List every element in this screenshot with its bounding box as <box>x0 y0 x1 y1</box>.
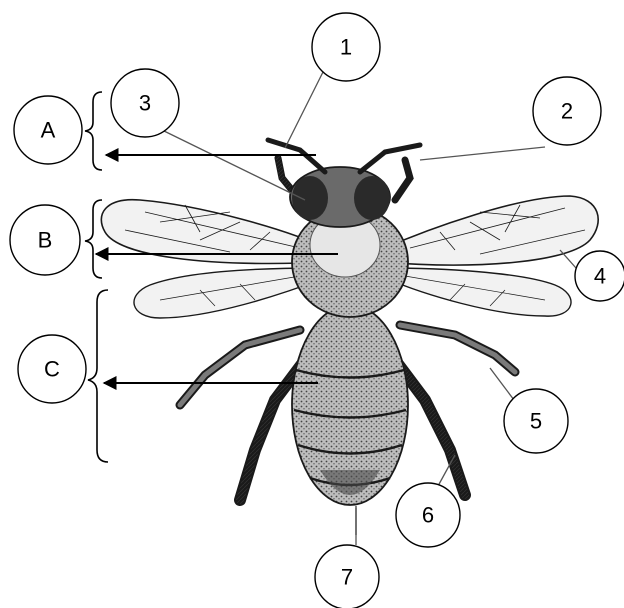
brace-b <box>85 200 102 278</box>
part-label-5-text: 5 <box>530 409 542 434</box>
right-compound-eye <box>354 176 390 220</box>
left-compound-eye <box>292 176 328 220</box>
leader-1 <box>285 66 326 148</box>
part-label-1: 1 <box>312 13 380 81</box>
leader-3 <box>162 130 305 200</box>
head <box>290 167 390 227</box>
part-label-4: 4 <box>575 251 624 301</box>
part-label-6: 6 <box>396 483 460 547</box>
bee-illustration <box>101 140 598 535</box>
part-label-6-text: 6 <box>422 503 434 528</box>
section-label-b: B <box>10 205 80 275</box>
brace-a <box>85 92 102 170</box>
section-label-a: A <box>14 96 82 164</box>
braces <box>85 92 108 462</box>
part-label-4-text: 4 <box>594 264 606 289</box>
abdomen <box>292 305 408 505</box>
part-label-2: 2 <box>533 77 601 145</box>
part-label-5: 5 <box>504 389 568 453</box>
right-forewing <box>380 196 598 265</box>
section-label-c: C <box>18 335 86 403</box>
part-label-7-text: 7 <box>341 565 353 590</box>
section-label-b-text: B <box>38 228 53 253</box>
part-label-3-text: 3 <box>139 91 151 116</box>
part-label-2-text: 2 <box>561 99 573 124</box>
section-label-a-text: A <box>41 118 56 143</box>
part-label-3: 3 <box>111 69 179 137</box>
brace-c <box>88 290 108 462</box>
part-label-1-text: 1 <box>340 35 352 60</box>
leader-2 <box>420 147 545 160</box>
part-label-7: 7 <box>315 545 379 608</box>
section-label-c-text: C <box>44 357 60 382</box>
right-hindwing <box>385 268 571 316</box>
